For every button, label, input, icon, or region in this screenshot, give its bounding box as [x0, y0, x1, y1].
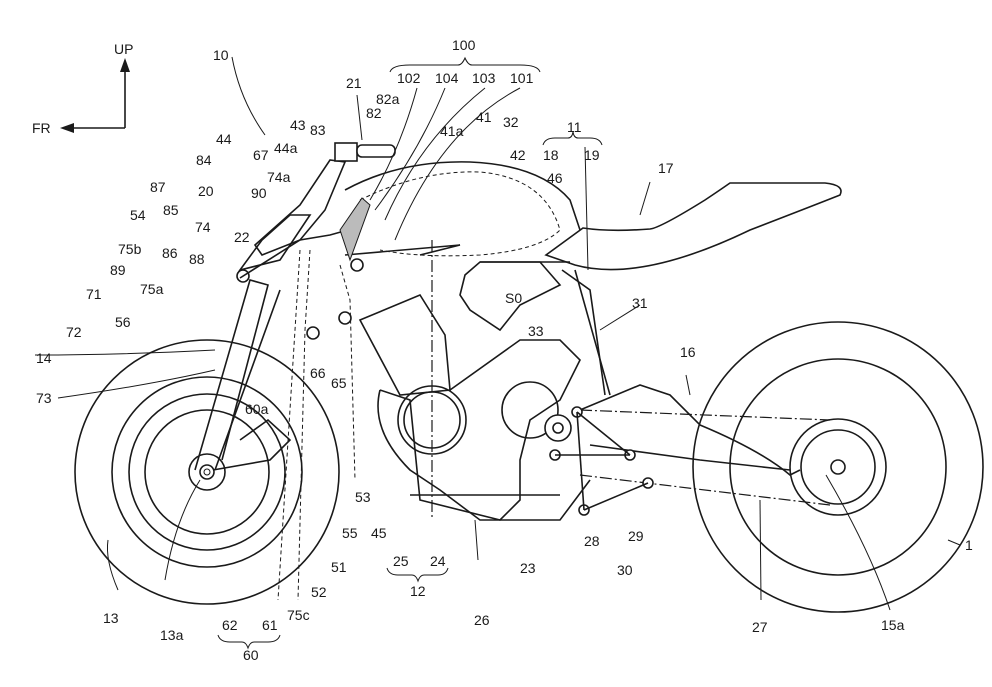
label-10: 10	[213, 47, 229, 63]
label-73: 73	[36, 390, 52, 406]
label-87: 90	[251, 185, 267, 201]
label-13a: 13a	[160, 627, 184, 643]
label-75c: 75c	[287, 607, 310, 623]
label-45: 45	[371, 525, 387, 541]
label-75a: 75a	[140, 281, 164, 297]
label-15: 1	[965, 537, 973, 553]
frame-pillar	[480, 261, 611, 396]
leader-lines	[34, 56, 961, 611]
label-12: 12	[410, 583, 426, 599]
label-82: 82	[366, 105, 382, 121]
swing-arm	[579, 384, 831, 506]
label-51: 51	[331, 559, 347, 575]
label-33: 33	[528, 323, 544, 339]
rear-linkage	[549, 406, 654, 516]
label-28: 28	[584, 533, 600, 549]
label-29: 29	[628, 528, 644, 544]
label-13: 13	[103, 610, 119, 626]
label-19: 19	[584, 147, 600, 163]
label-24: 24	[430, 553, 446, 569]
direction-indicator: UP FR	[32, 41, 133, 136]
label-65: 65	[331, 375, 347, 391]
label-101: 101	[510, 70, 534, 86]
label-22: 54	[130, 207, 146, 223]
label-42: 42	[510, 147, 526, 163]
braces	[217, 56, 603, 650]
front-label: FR	[32, 120, 51, 136]
label-41a: 41a	[440, 123, 464, 139]
label-66: 66	[310, 365, 326, 381]
label-74a: 84	[196, 152, 212, 168]
label-60a: 60a	[245, 401, 269, 417]
handlebar	[334, 142, 396, 162]
up-label: UP	[114, 41, 133, 57]
front-wheel	[74, 339, 340, 605]
reference-labels: 10 100 101 102 103 104 21 82a 82 43 83 4…	[36, 37, 973, 663]
label-54: 74	[195, 219, 211, 235]
label-41: 41	[476, 109, 492, 125]
label-90: 87	[150, 179, 166, 195]
label-56: 56	[115, 314, 131, 330]
label-25: 25	[393, 553, 409, 569]
label-S0: S0	[505, 290, 522, 306]
label-88: 88	[189, 251, 205, 267]
label-71: 71	[86, 286, 102, 302]
label-104: 104	[435, 70, 459, 86]
label-89: 89	[110, 262, 126, 278]
label-21: 21	[346, 75, 362, 91]
label-27: 27	[752, 619, 768, 635]
fuel-tank	[339, 161, 581, 262]
label-60: 60	[243, 647, 259, 663]
label-100: 100	[452, 37, 476, 53]
label-84: 74a	[267, 169, 291, 185]
rear-wheel	[692, 321, 984, 613]
engine	[358, 240, 591, 521]
label-18: 18	[543, 147, 559, 163]
label-14: 14	[36, 350, 52, 366]
label-20: 20	[198, 183, 214, 199]
label-32: 32	[503, 114, 519, 130]
label-86: 86	[162, 245, 178, 261]
label-55: 55	[342, 525, 358, 541]
label-43: 43	[290, 117, 306, 133]
label-11: 11	[567, 119, 582, 135]
label-26: 26	[474, 612, 490, 628]
label-46: 46	[547, 170, 563, 186]
label-67: 67	[253, 147, 269, 163]
label-82a: 82a	[376, 91, 400, 107]
label-52: 52	[311, 584, 327, 600]
front-fork	[194, 214, 312, 471]
label-72: 72	[66, 324, 82, 340]
label-23: 23	[520, 560, 536, 576]
label-62: 62	[222, 617, 238, 633]
label-44a: 44a	[274, 140, 298, 156]
label-15a: 15a	[881, 617, 905, 633]
label-30: 30	[617, 562, 633, 578]
label-16: 16	[680, 344, 696, 360]
label-83: 83	[310, 122, 326, 138]
label-44: 44	[216, 131, 232, 147]
label-103: 103	[472, 70, 496, 86]
internal-dashed-lines	[277, 249, 364, 601]
label-102: 102	[397, 70, 421, 86]
label-74: 22	[234, 229, 250, 245]
label-17: 17	[658, 160, 674, 176]
seat	[544, 182, 842, 271]
headlight-cowl	[236, 159, 356, 283]
label-75b: 75b	[118, 241, 142, 257]
label-85: 85	[163, 202, 179, 218]
label-53: 53	[355, 489, 371, 505]
label-61: 61	[262, 617, 278, 633]
label-31: 31	[632, 295, 648, 311]
